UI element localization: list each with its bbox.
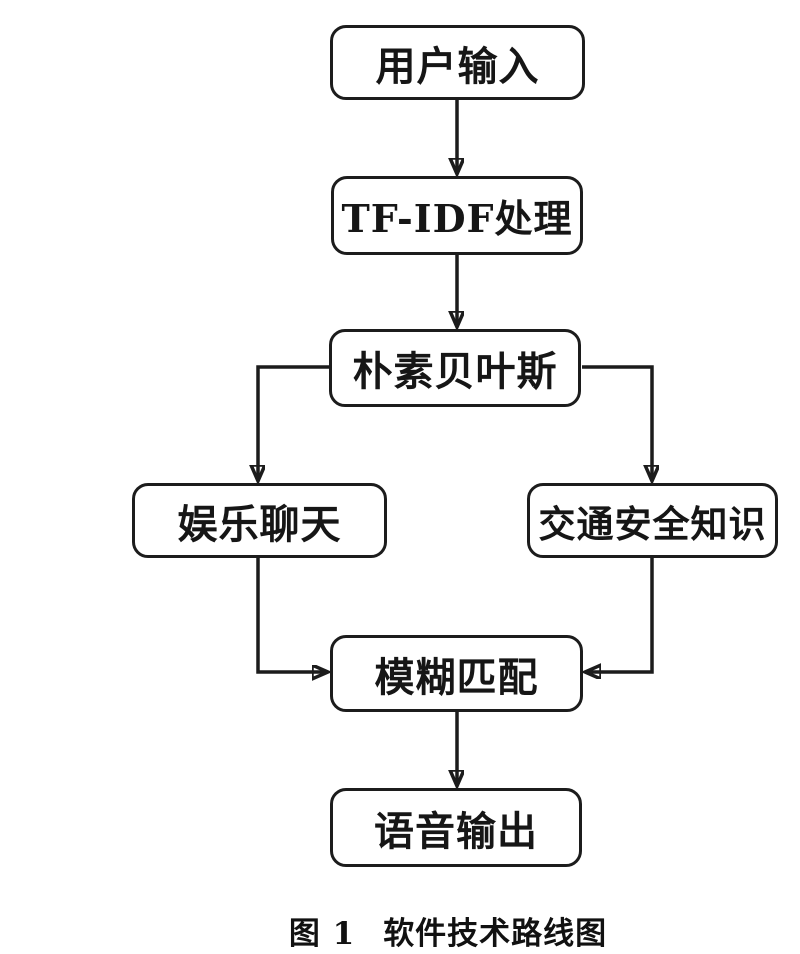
node-naive-bayes: 朴素贝叶斯 [329,329,581,407]
figure-caption-title: 软件技术路线图 [383,916,608,952]
node-user-input: 用户输入 [330,25,585,100]
edge-bayes-to-traffic [582,365,652,480]
edge-chat-to-fuzzy [256,558,327,672]
node-traffic-safety-knowledge: 交通安全知识 [527,483,778,558]
node-voice-output: 语音输出 [330,788,582,867]
edge-traffic-to-fuzzy [586,558,654,672]
node-tfidf-processing: TF-IDF处理 [331,176,583,255]
edge-bayes-to-chat [258,365,330,480]
node-entertainment-chat: 娱乐聊天 [132,483,387,558]
node-fuzzy-matching: 模糊匹配 [330,635,583,712]
figure-caption: 图 1 软件技术路线图 [48,908,800,953]
figure-caption-number: 图 1 [288,916,356,952]
